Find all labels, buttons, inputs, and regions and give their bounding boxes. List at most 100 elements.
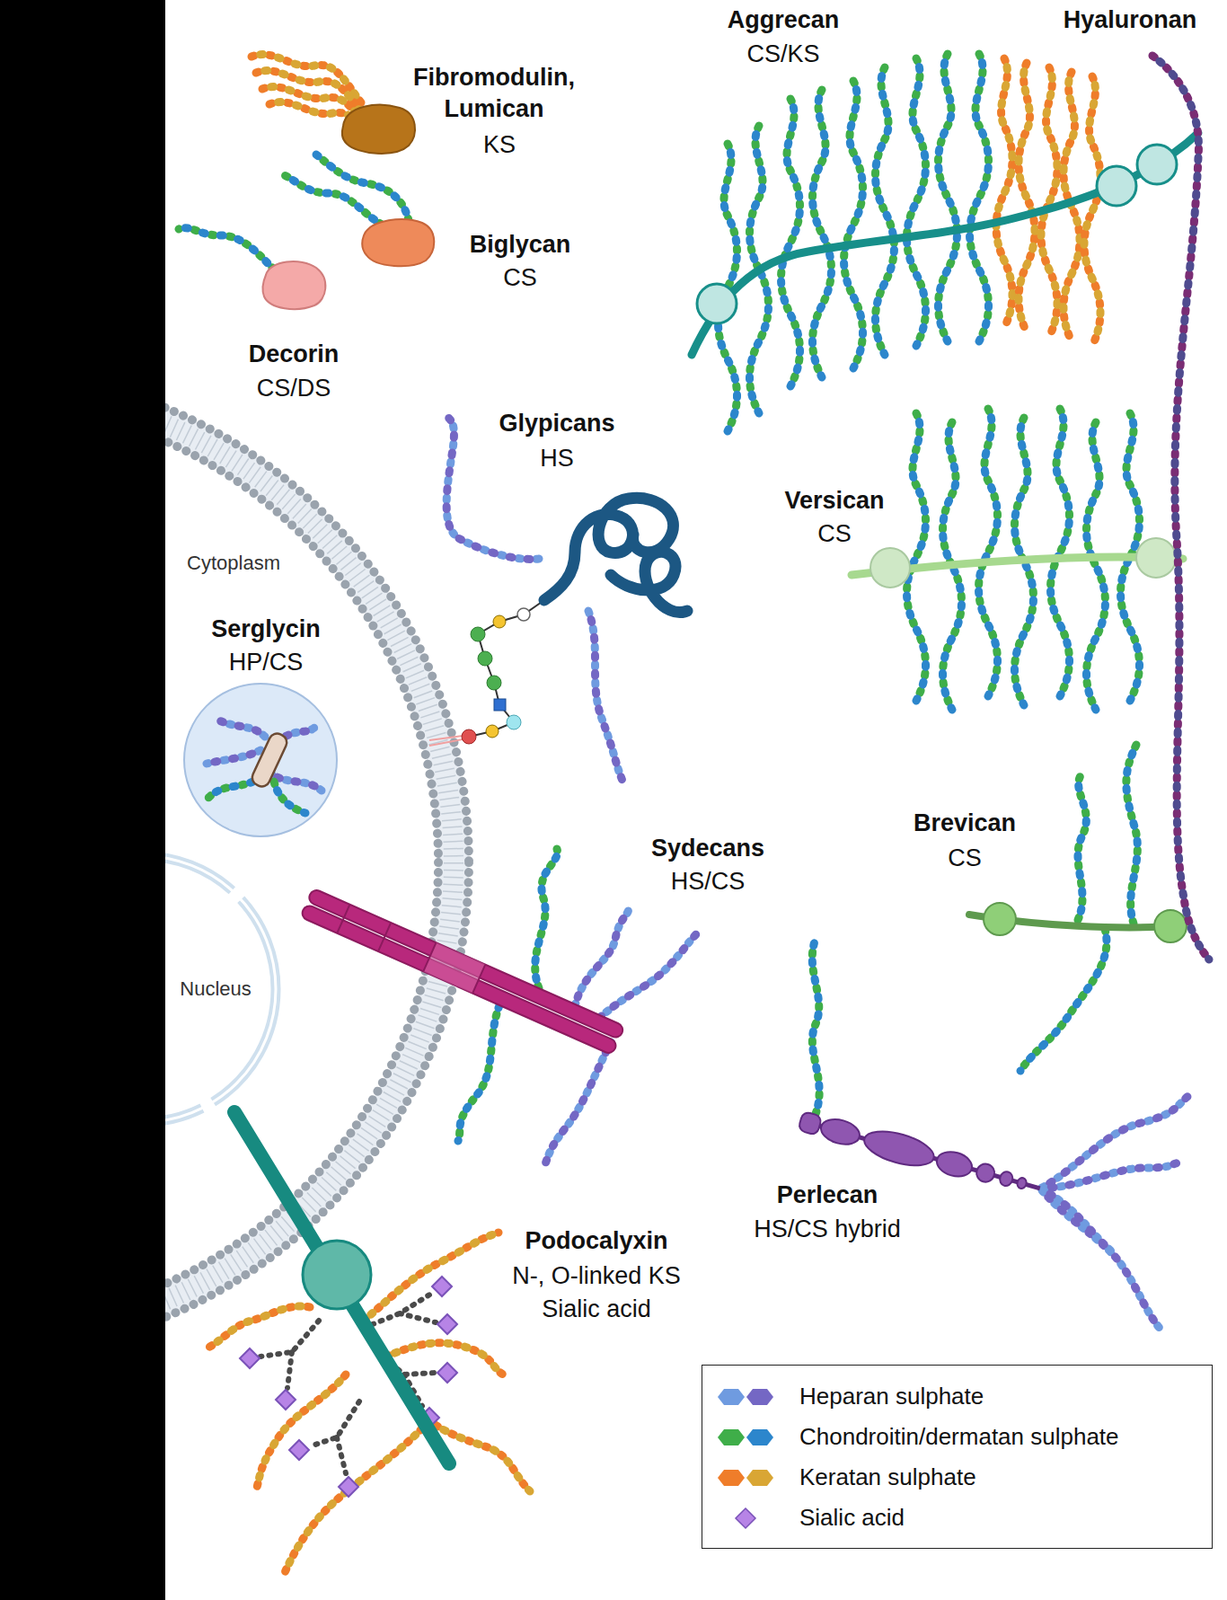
vesicle (184, 683, 337, 837)
versican (851, 408, 1183, 710)
gag-chain (1077, 772, 1086, 920)
gag-chain (363, 1232, 499, 1321)
gag-chain (979, 408, 998, 697)
gag-type-label: KS (483, 129, 516, 161)
gag-chain (178, 228, 274, 270)
legend-swatch-second (746, 1469, 774, 1486)
gag-chain (1041, 1190, 1163, 1332)
gag-chain (970, 53, 989, 342)
globular-domain (983, 902, 1016, 936)
aggrecan (691, 53, 1199, 432)
domain (1015, 1176, 1028, 1190)
gag-chain (1018, 62, 1035, 333)
inositol (461, 729, 477, 744)
glycan-branch (309, 1401, 360, 1474)
gag-chain (316, 154, 409, 221)
proteoglycan-name: Serglycin (211, 613, 321, 645)
gag-chain (1041, 1095, 1189, 1188)
core-protein (342, 105, 415, 154)
proteoglycan-name: Biglycan (469, 229, 572, 261)
legend-row: Sialic acid (716, 1497, 1198, 1538)
sugar (477, 651, 493, 666)
serglycin (184, 683, 337, 837)
sialic-acid (437, 1314, 458, 1334)
legend-row: Chondroitin/dermatan sulphate (716, 1416, 1198, 1457)
gag-chain (1126, 744, 1138, 924)
gag-chain (458, 997, 504, 1141)
gpi-anchor (468, 600, 545, 737)
legend-text: Heparan sulphate (799, 1382, 984, 1411)
gag-chain (938, 53, 958, 342)
proteoglycan-name: Glypicans (498, 407, 615, 440)
gag-chain (1077, 772, 1086, 920)
region-label: Cytoplasm (186, 550, 281, 577)
gag-type-label: CS/KS (746, 38, 820, 71)
syndecan-rods (300, 888, 626, 1056)
gag-chain (1126, 744, 1138, 924)
gag-chain (907, 413, 927, 701)
gag-chain (1020, 928, 1107, 1071)
legend-box: Heparan sulphateChondroitin/dermatan sul… (701, 1364, 1213, 1549)
podocalyxin (208, 1112, 530, 1577)
perlecan (796, 938, 1189, 1332)
gag-chain (543, 1041, 611, 1168)
gag-chain (1050, 408, 1070, 697)
gag-type-label: HS (539, 442, 574, 475)
gag-chain (1041, 67, 1058, 337)
sugar (486, 675, 502, 690)
core-protein (300, 903, 618, 1056)
gag-type-label: CS (503, 262, 538, 294)
gag-chain (206, 750, 261, 764)
gag-chain (255, 1374, 346, 1492)
globular-domain (302, 1240, 371, 1309)
gag-chain (1041, 1189, 1114, 1254)
sialic-acid (437, 1362, 458, 1383)
gag-chain (1086, 422, 1106, 710)
globular-domain (1154, 909, 1187, 943)
sugar (485, 724, 499, 738)
legend-sample (716, 1385, 775, 1409)
gag-type-label: CS (947, 842, 982, 874)
gag-chain (1041, 1162, 1183, 1189)
gag-chain (215, 718, 265, 737)
domain (974, 1161, 998, 1184)
gag-chain (458, 997, 504, 1141)
gag-chain (1041, 1095, 1189, 1188)
gag-type-label: CS/DS (256, 372, 332, 405)
core-protein (249, 731, 290, 790)
globular-domain (1137, 144, 1177, 185)
globular-domain (697, 283, 737, 324)
legend-sample (716, 1425, 775, 1449)
gag-chain (543, 1041, 611, 1168)
lipid-tail (429, 735, 463, 746)
gag-chain (1020, 928, 1107, 1071)
core-protein (691, 132, 1199, 355)
proteoglycan-name: Hyaluronan (1063, 4, 1198, 36)
gag-type-label: HS/CS hybrid (753, 1213, 901, 1245)
gag-type-label: HS/CS (670, 865, 746, 898)
proteoglycan-name: Fibromodulin, Lumican (386, 61, 602, 125)
legend-text: Chondroitin/dermatan sulphate (799, 1422, 1120, 1451)
gag-chain (273, 781, 306, 813)
gag-chain (1084, 76, 1101, 346)
sugar (517, 608, 530, 621)
gag-chain (574, 907, 629, 1007)
gag-chain (273, 781, 306, 813)
gag-type-label: Sialic acid (541, 1293, 652, 1325)
gag-chain (178, 228, 274, 270)
hyaluronan-chain (1152, 55, 1210, 960)
gag-chain (316, 154, 409, 221)
legend-text: Sialic acid (799, 1503, 905, 1532)
sialic-acid (289, 1439, 309, 1460)
gag-chain (812, 938, 820, 1114)
gag-chain (1041, 1190, 1163, 1332)
legend-row: Keratan sulphate (716, 1456, 1198, 1498)
region-label: Nucleus (179, 976, 251, 1003)
gag-chain (592, 934, 697, 1024)
proteoglycan-name: Perlecan (776, 1179, 879, 1211)
sugar (494, 698, 506, 711)
gag-chain (1041, 1162, 1183, 1189)
legend-sample (716, 1465, 775, 1490)
